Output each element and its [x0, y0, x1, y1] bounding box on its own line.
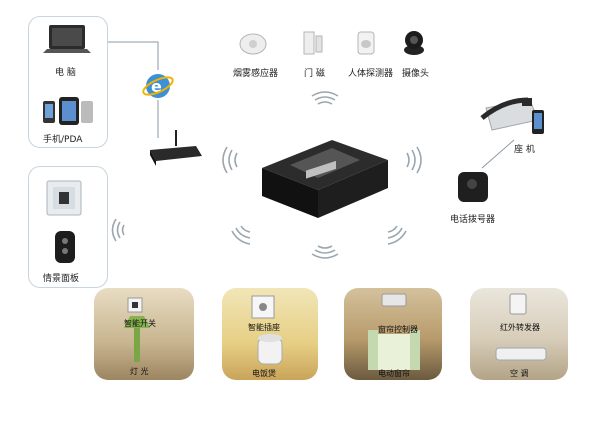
scene-curtain: 窗帘控制器 电动窗帘	[344, 288, 442, 380]
dialer-label: 电话拨号器	[450, 215, 496, 225]
scene-panel-label: 情景面板	[43, 274, 80, 284]
mobile-label: 手机/PDA	[43, 135, 83, 145]
scene-socket: 智能插座 电饭煲	[222, 288, 318, 380]
link-line	[481, 139, 515, 169]
ir-transmitter-label: 红外转发器	[500, 323, 540, 332]
remote-icon	[55, 231, 75, 263]
scene-panel-box: 情景面板	[28, 166, 108, 288]
wall-switch-icon	[46, 180, 82, 216]
curtain-controller-label: 窗帘控制器	[378, 325, 418, 334]
smoke-label: 烟雾感应器	[233, 69, 279, 79]
rice-cooker-label: 电饭煲	[252, 369, 276, 378]
smart-socket-label: 智能插座	[248, 323, 280, 332]
smartphone-icon	[43, 97, 93, 125]
camera-label: 摄像头	[402, 69, 430, 79]
scene-ac: 红外转发器 空 调	[470, 288, 568, 380]
link-line	[108, 41, 159, 70]
computer-panel: 电 脑 手机/PDA	[28, 16, 108, 148]
smart-socket-icon	[251, 295, 283, 365]
curtain-icon	[368, 293, 420, 370]
landline-label: 座 机	[514, 145, 535, 155]
lamp-icon	[124, 297, 150, 362]
pir-label: 人体探测器	[348, 69, 394, 79]
scene-lighting: 智能开关 灯 光	[94, 288, 194, 380]
svg-text:e: e	[151, 77, 162, 96]
computer-label: 电 脑	[55, 68, 76, 78]
smart-switch-label: 智能开关	[124, 319, 156, 328]
lighting-label: 灯 光	[130, 367, 149, 376]
wireless-waves	[111, 91, 422, 259]
air-conditioner-label: 空 调	[510, 369, 529, 378]
ir-transmitter-icon	[495, 293, 547, 361]
electric-curtain-label: 电动窗帘	[378, 369, 410, 378]
door-label: 门 磁	[304, 69, 325, 79]
laptop-icon	[43, 25, 91, 53]
